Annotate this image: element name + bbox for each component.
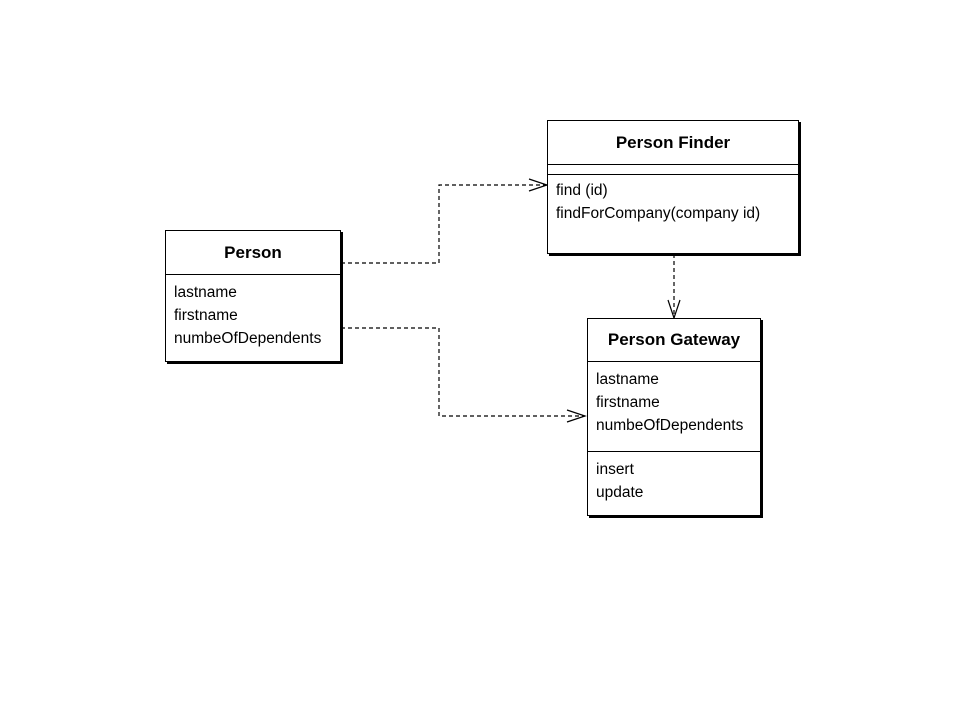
arrowhead-to-gateway bbox=[566, 409, 587, 423]
attribute-item: lastname bbox=[174, 284, 237, 301]
person-attributes: lastname firstname numbeOfDependents bbox=[166, 275, 340, 354]
operation-item: findForCompany(company id) bbox=[556, 205, 761, 222]
person-to-finder-dependency bbox=[341, 184, 547, 264]
person-gateway-attributes: lastname firstname numbeOfDependents bbox=[588, 362, 760, 451]
person-finder-class-box[interactable]: Person Finder find (id) findForCompany(c… bbox=[547, 120, 799, 254]
operation-item: update bbox=[596, 484, 644, 501]
person-class-box[interactable]: Person lastname firstname numbeOfDepende… bbox=[165, 230, 341, 362]
person-finder-operations: find (id) findForCompany(company id) bbox=[548, 175, 798, 229]
attribute-item: numbeOfDependents bbox=[596, 417, 744, 434]
attribute-item: numbeOfDependents bbox=[174, 330, 322, 347]
person-gateway-class-name: Person Gateway bbox=[588, 319, 760, 362]
person-gateway-class-box[interactable]: Person Gateway lastname firstname numbeO… bbox=[587, 318, 761, 516]
attribute-item: lastname bbox=[596, 371, 659, 388]
attribute-item: firstname bbox=[174, 307, 238, 324]
person-finder-class-name: Person Finder bbox=[548, 121, 798, 165]
person-to-gateway-dependency bbox=[341, 327, 585, 417]
person-gateway-operations: insert update bbox=[588, 451, 760, 508]
operation-item: insert bbox=[596, 461, 634, 478]
attribute-item: firstname bbox=[596, 394, 660, 411]
arrowhead-finder-to-gateway bbox=[667, 299, 681, 320]
operation-item: find (id) bbox=[556, 182, 608, 199]
person-class-name: Person bbox=[166, 231, 340, 275]
person-finder-attributes-empty bbox=[548, 165, 798, 175]
